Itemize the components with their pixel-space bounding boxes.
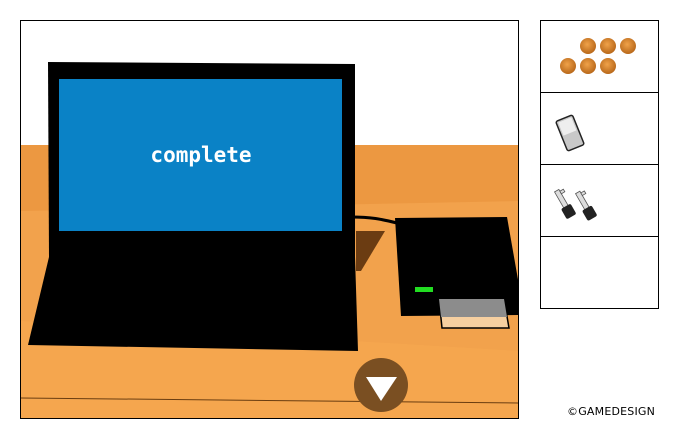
down-arrow-icon bbox=[366, 377, 397, 401]
orange-balls-icon bbox=[560, 38, 636, 74]
nav-down-button[interactable] bbox=[354, 358, 408, 412]
inventory-panel bbox=[540, 20, 659, 309]
copyright-text: ©GAMEDESIGN bbox=[567, 405, 656, 418]
green-led bbox=[415, 287, 433, 292]
laptop-screen bbox=[59, 79, 342, 231]
laptop-keyboard bbox=[28, 257, 358, 351]
cable bbox=[350, 215, 398, 225]
screen-text: complete bbox=[150, 143, 251, 167]
card-reader-device[interactable] bbox=[395, 217, 519, 329]
inventory-slot-2[interactable] bbox=[541, 93, 658, 165]
keys-icon bbox=[553, 188, 597, 221]
game-scene[interactable]: complete bbox=[20, 20, 519, 419]
inventory-slot-1[interactable] bbox=[541, 21, 658, 93]
inventory-slot-3[interactable] bbox=[541, 165, 658, 237]
laptop[interactable]: complete bbox=[28, 62, 358, 351]
card-icon bbox=[555, 114, 585, 152]
inventory-slot-4[interactable] bbox=[541, 237, 658, 309]
